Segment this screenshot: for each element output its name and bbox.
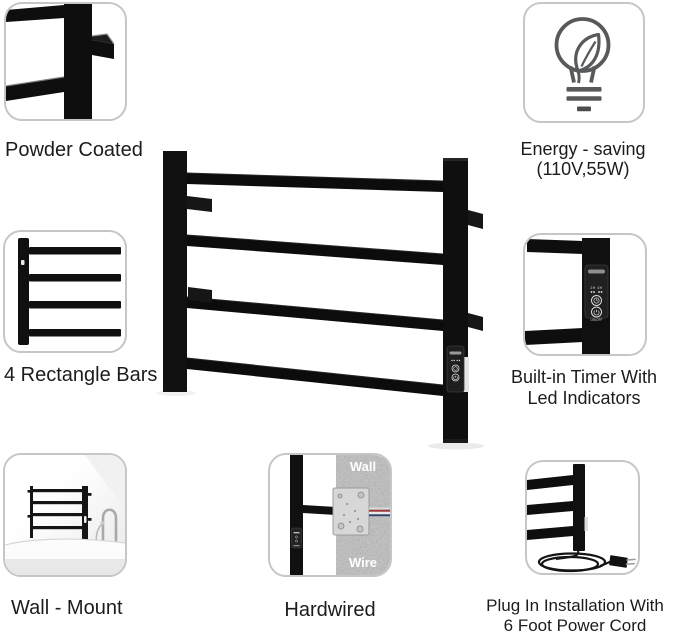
plug-prongs	[625, 558, 636, 565]
timer-leds-label: 2H 4H	[590, 286, 602, 290]
four-bars-icon	[18, 238, 121, 345]
plug-in-label-line2: 6 Foot Power Cord	[503, 616, 647, 635]
left-hook-top	[187, 196, 212, 212]
wall-mount-label: Wall - Mount	[11, 597, 123, 619]
towel-warmer-product-image	[156, 151, 484, 450]
timer-closeup-thumbnail: 2H 4H ON/OFF	[523, 233, 647, 356]
energy-saving-label: Energy - saving (110V,55W)	[500, 139, 666, 179]
energy-saving-label-line1: Energy - saving	[520, 139, 646, 159]
wall-mount-thumbnail	[3, 453, 127, 577]
wall-caption: Wall	[350, 459, 376, 474]
power-button-icon	[591, 306, 602, 318]
power-cord-image	[527, 464, 636, 573]
energy-saving-label-line2: (110V,55W)	[536, 159, 630, 179]
bathroom-scene-image	[5, 455, 125, 575]
timer-panel-closeup-image: 2H 4H ON/OFF	[525, 238, 610, 354]
side-sticker	[463, 357, 469, 392]
built-in-timer-label-line2: Led Indicators	[527, 388, 641, 408]
right-hook-bottom	[468, 313, 483, 331]
plug-in-label-line1: Plug In Installation With	[486, 596, 664, 615]
right-post	[443, 158, 468, 443]
cord-and-plug-graphic	[537, 550, 636, 573]
bar-3	[187, 297, 443, 331]
bathtub-graphic	[5, 539, 125, 559]
four-bars-thumbnail	[3, 230, 127, 353]
wall-wiring-diagram-image: Wall Wire	[290, 455, 390, 575]
rack-post-graphic	[290, 455, 303, 575]
left-post	[163, 151, 187, 392]
mounting-plate-graphic	[332, 487, 370, 536]
rectangle-bars-label: 4 Rectangle Bars	[4, 364, 158, 386]
on-off-label: ON/OFF	[590, 318, 602, 322]
bar-4	[187, 358, 443, 396]
timer-control-panel	[446, 345, 469, 393]
floor-strip	[5, 558, 125, 575]
powder-coated-label: Powder Coated	[5, 139, 143, 161]
right-hook-top	[468, 210, 483, 229]
hardwired-thumbnail: Wall Wire	[268, 453, 392, 577]
left-hook-bottom	[188, 287, 212, 303]
control-sticker-graphic	[291, 527, 302, 549]
timer-button-icon	[591, 295, 602, 306]
built-in-timer-label-line1: Built-in Timer With	[510, 367, 658, 387]
rack-corner-closeup-image	[6, 4, 115, 119]
wire-caption: Wire	[349, 555, 377, 570]
bar-1	[187, 173, 443, 192]
built-in-timer-label: Built-in Timer With Led Indicators	[498, 367, 670, 409]
mounted-rack-graphic	[27, 486, 92, 554]
energy-saving-thumbnail	[523, 2, 645, 123]
hardwired-label: Hardwired	[284, 599, 376, 621]
plug-in-thumbnail	[525, 460, 640, 575]
plug-in-label: Plug In Installation With 6 Foot Power C…	[469, 596, 679, 636]
bar-2	[187, 235, 443, 265]
eco-bulb-icon	[554, 17, 611, 112]
powder-coated-thumbnail	[4, 2, 127, 121]
wires-graphic	[369, 507, 390, 517]
